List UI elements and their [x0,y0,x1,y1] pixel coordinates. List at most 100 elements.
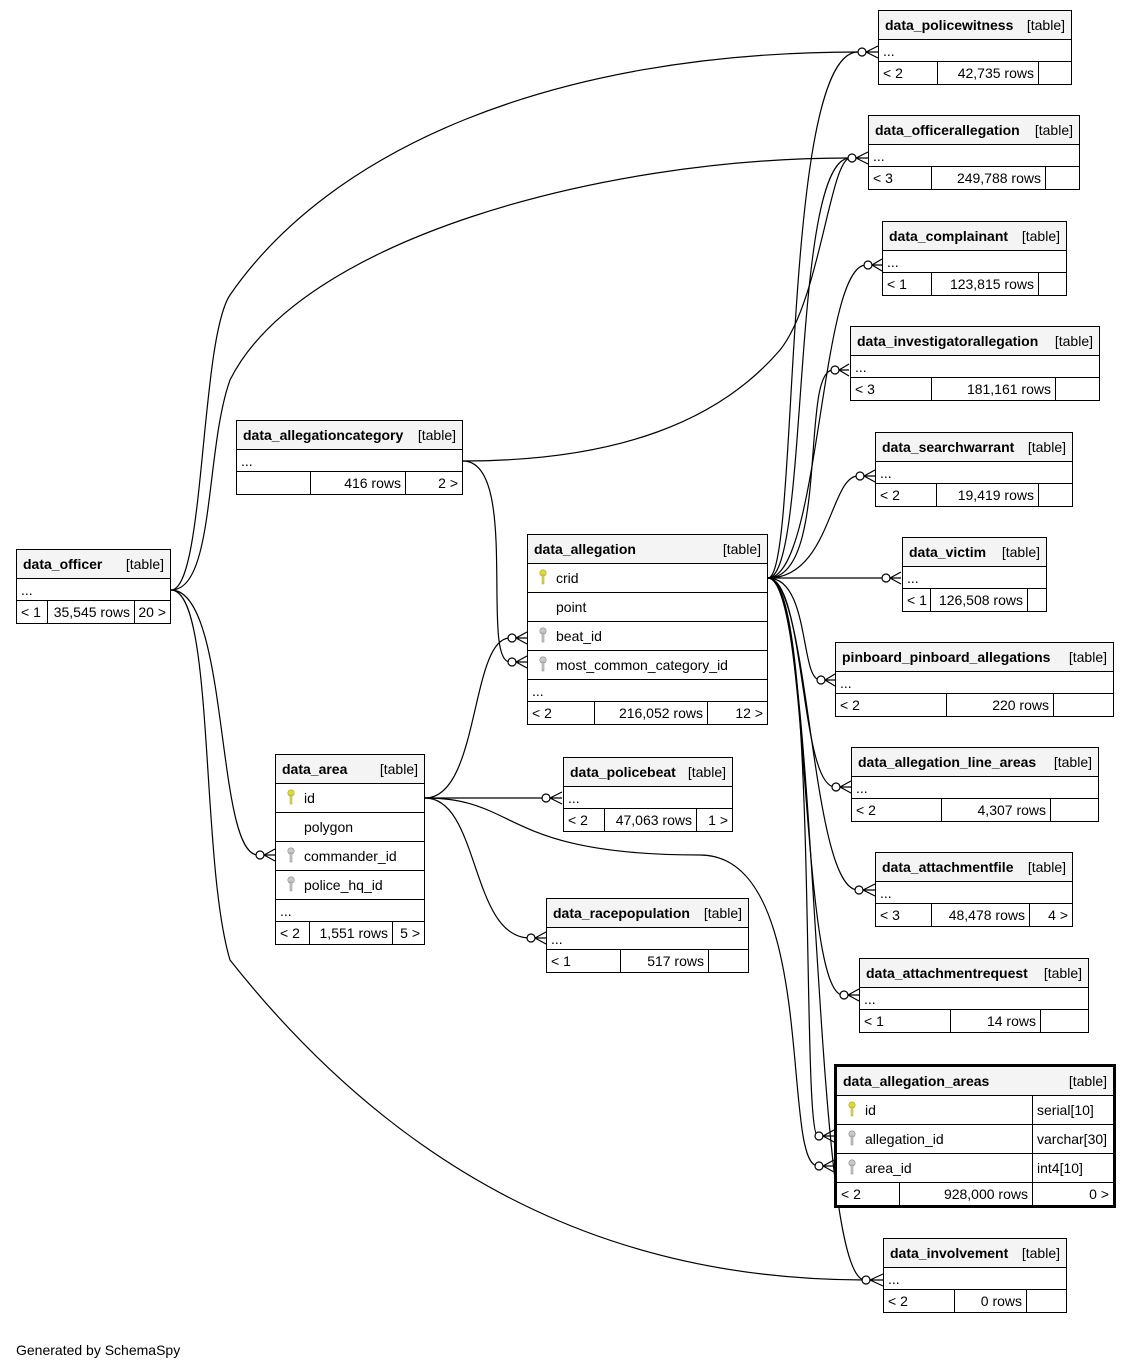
more-columns: ... [547,928,748,950]
table-data-victim[interactable]: data_victim [table] ... < 1 126,508 rows [902,537,1047,612]
column-row[interactable]: polygon [276,813,424,842]
column-row[interactable]: id serial[10] [837,1096,1113,1125]
children-count[interactable]: 2 > [405,472,462,494]
column-name: crid [556,570,579,586]
column-row[interactable]: police_hq_id [276,871,424,900]
children-count[interactable] [1040,1010,1088,1032]
table-data-officer[interactable]: data_officer [table] ... < 1 35,545 rows… [16,549,171,624]
parents-count[interactable]: < 2 [888,1293,908,1309]
parents-count[interactable]: < 3 [855,381,875,397]
parents-count[interactable]: < 1 [887,276,907,292]
table-data-officerallegation[interactable]: data_officerallegation [table] ... < 3 2… [868,115,1080,190]
parents-count[interactable]: < 2 [568,812,588,828]
more-columns: ... [879,40,1071,62]
table-type: [table] [1026,17,1065,33]
children-count[interactable] [1038,62,1071,84]
table-data-complainant[interactable]: data_complainant [table] ... < 1 123,815… [882,221,1067,296]
parents-count[interactable]: < 1 [551,953,571,969]
table-type: [table] [1054,333,1093,349]
edge-allegation-officerallegation [767,157,851,579]
children-count[interactable] [1045,167,1079,189]
table-data-searchwarrant[interactable]: data_searchwarrant [table] ... < 2 19,41… [875,432,1073,507]
column-row[interactable]: crid [528,564,767,593]
table-header: data_attachmentrequest [table] [860,959,1088,988]
children-count[interactable] [1050,799,1098,821]
children-count[interactable] [1038,273,1066,295]
table-type: [table] [687,764,726,780]
table-name: data_victim [909,544,987,560]
children-count[interactable]: 4 > [1029,904,1072,926]
children-count[interactable]: 20 > [134,601,170,623]
column-row[interactable]: beat_id [528,622,767,651]
parents-count[interactable]: < 1 [907,592,927,608]
table-header: data_policebeat [table] [564,758,732,787]
children-count[interactable]: 12 > [707,702,767,724]
table-data-allegation-areas[interactable]: data_allegation_areas [table] id serial[… [834,1064,1116,1208]
table-data-racepopulation[interactable]: data_racepopulation [table] ... < 1 517 … [546,898,749,973]
row-count: 47,063 rows [604,809,696,831]
table-data-policebeat[interactable]: data_policebeat [table] ... < 2 47,063 r… [563,757,733,832]
column-name: police_hq_id [304,877,383,893]
foreign-key-icon [534,655,552,675]
children-count[interactable]: 0 > [1032,1183,1113,1205]
table-data-allegation-line-areas[interactable]: data_allegation_line_areas [table] ... <… [851,747,1099,822]
parents-count[interactable]: < 2 [883,65,903,81]
column-row[interactable]: commander_id [276,842,424,871]
children-count[interactable] [1053,694,1113,716]
row-count: 220 rows [946,694,1053,716]
row-count: 123,815 rows [931,273,1038,295]
table-data-allegationcategory[interactable]: data_allegationcategory [table] ... 416 … [236,420,463,495]
children-count[interactable] [708,950,748,972]
table-name: data_policebeat [570,764,676,780]
parents-count[interactable]: < 2 [840,697,860,713]
table-data-allegation[interactable]: data_allegation [table] crid point beat_… [527,534,768,725]
parents-count[interactable] [237,472,310,494]
column-row[interactable]: allegation_id varchar[30] [837,1125,1113,1154]
column-row[interactable]: point [528,593,767,622]
children-count[interactable] [1027,589,1046,611]
parents-count[interactable]: < 2 [841,1186,861,1202]
column-row[interactable]: most_common_category_id [528,651,767,680]
edge-category-officerallegation [462,157,851,462]
column-name: area_id [865,1160,912,1176]
edge-end-circle [507,633,517,643]
column-row[interactable]: id [276,784,424,813]
table-header: data_policewitness [table] [879,11,1071,40]
more-columns: ... [17,579,170,601]
parents-count[interactable]: < 2 [280,925,300,941]
table-data-attachmentfile[interactable]: data_attachmentfile [table] ... < 3 48,4… [875,852,1073,927]
table-data-area[interactable]: data_area [table] id polygon commander_i… [275,754,425,945]
table-footer: < 1 35,545 rows 20 > [17,601,170,623]
parents-count[interactable]: < 1 [21,604,41,620]
table-data-policewitness[interactable]: data_policewitness [table] ... < 2 42,73… [878,10,1072,85]
edge-end-circle [847,153,857,163]
parents-count[interactable]: < 3 [873,170,893,186]
table-name: data_officer [23,556,103,572]
table-footer: < 2 1,551 rows 5 > [276,922,424,944]
table-pinboard-pinboard-allegations[interactable]: pinboard_pinboard_allegations [table] ..… [835,642,1114,717]
column-row[interactable]: area_id int4[10] [837,1154,1113,1183]
parents-count[interactable]: < 2 [856,802,876,818]
table-name: data_complainant [889,228,1009,244]
table-footer: < 3 181,161 rows [851,378,1099,400]
children-count[interactable]: 5 > [392,922,424,944]
children-count[interactable]: 1 > [696,809,732,831]
parents-count[interactable]: < 3 [880,907,900,923]
table-name: data_policewitness [885,17,1014,33]
table-data-involvement[interactable]: data_involvement [table] ... < 2 0 rows [883,1238,1067,1313]
parents-count[interactable]: < 2 [880,487,900,503]
foreign-key-icon [843,1129,861,1149]
children-count[interactable] [1055,378,1099,400]
table-header: data_victim [table] [903,538,1046,567]
row-count: 1,551 rows [309,922,392,944]
table-data-attachmentrequest[interactable]: data_attachmentrequest [table] ... < 1 1… [859,958,1089,1033]
parents-count[interactable]: < 1 [864,1013,884,1029]
children-count[interactable] [1026,1290,1066,1312]
parents-count[interactable]: < 2 [532,705,552,721]
column-name: commander_id [304,848,397,864]
table-type: [table] [1068,649,1107,665]
children-count[interactable] [1038,484,1072,506]
edge-allegation-policewitness [767,51,859,579]
table-name: data_investigatorallegation [857,333,1039,349]
table-data-investigatorallegation[interactable]: data_investigatorallegation [table] ... … [850,326,1100,401]
